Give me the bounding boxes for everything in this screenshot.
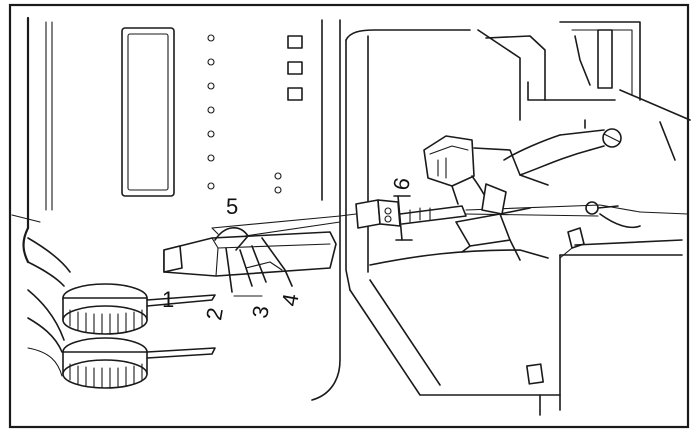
- callout-3: 3: [247, 304, 274, 320]
- needle-bar-assembly: [339, 128, 689, 261]
- tension-dial-lower: [27, 289, 216, 389]
- callout-labels: 1 2 3 4 5 6: [162, 176, 415, 322]
- diagram-frame: [8, 3, 690, 429]
- callout-1: 1: [162, 287, 174, 312]
- callout-2: 2: [201, 306, 228, 322]
- callout-6: 6: [388, 176, 415, 192]
- machine-body-left: [11, 16, 341, 401]
- callout-5: 5: [226, 194, 238, 219]
- indicator-squares: [287, 35, 303, 101]
- thread-guide-assembly: [163, 215, 341, 293]
- indicator-dots: [207, 34, 282, 194]
- callout-4: 4: [277, 292, 304, 308]
- tension-dial-upper: [27, 237, 216, 335]
- machine-frame-right: [345, 21, 691, 416]
